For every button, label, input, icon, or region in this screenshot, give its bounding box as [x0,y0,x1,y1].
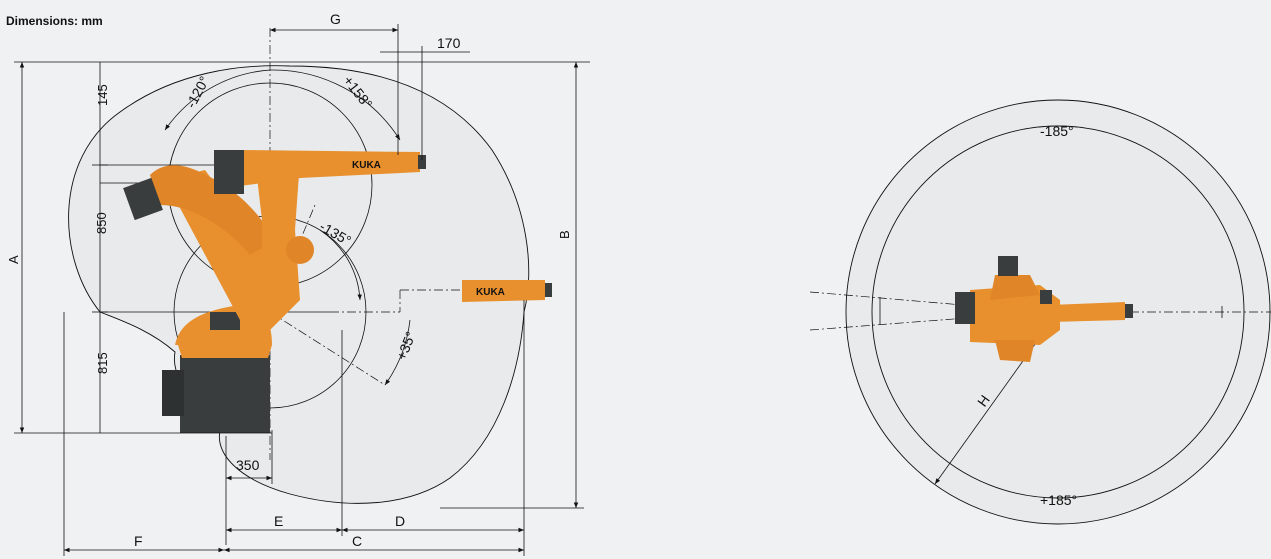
robot-top-body [970,285,1060,345]
robot-base [180,355,270,433]
page-title: Dimensions: mm [6,14,103,28]
arc-plus-35 [384,319,411,386]
axis2-motor [123,177,163,221]
robot-top-flange [1125,304,1133,318]
robot-side: KUKA KUKA [123,150,552,433]
angle-label-top: -185° [1040,123,1074,139]
angle-ray-35 [269,311,386,386]
side-view: KUKA KUKA A 145 850 815 B [6,11,590,556]
robot-top-column [995,340,1035,362]
kuka-logo-upper: KUKA [352,160,381,171]
kuka-logo-lower: KUKA [476,287,505,298]
forearm [240,150,420,186]
robot-top-forearm [1050,302,1125,322]
dim-label-g: G [330,11,341,27]
axis3-motors [214,150,244,194]
dim-label-815: 815 [95,352,110,374]
arm-column [255,160,300,320]
dim-label-f: F [134,533,143,549]
dim-label-a: A [6,255,21,264]
dim-label-b: B [557,230,572,239]
top-ray-upper [809,291,1046,313]
top-view: H -185° +185° [809,99,1271,525]
dim-label-d: D [395,513,405,529]
flange [418,155,426,169]
arc-plus-158 [269,69,401,141]
top-motor-3 [1040,290,1052,304]
robot-top [955,256,1133,362]
base-connector [162,370,184,416]
dim-label-170: 170 [437,35,461,51]
arc-minus-120 [164,69,271,131]
top-motor-1 [998,256,1018,276]
joint-elbow [286,236,314,264]
angle-label-bottom: +185° [1040,492,1077,508]
top-ray-lower [809,311,1046,331]
dim-label-145: 145 [95,84,110,106]
dim-label-e: E [274,513,283,529]
arm-shoulder [150,165,275,255]
flange-extended [545,283,552,297]
forearm-extended [462,280,545,302]
top-motor-2 [955,292,975,324]
robot-top-shoulder [990,275,1040,300]
dim-label-850: 850 [94,212,109,234]
axis1-motor [210,312,240,330]
base-ring [178,345,272,358]
arc-minus-135 [319,229,362,301]
dim-label-350: 350 [236,457,260,473]
dim-label-c: C [352,533,362,549]
